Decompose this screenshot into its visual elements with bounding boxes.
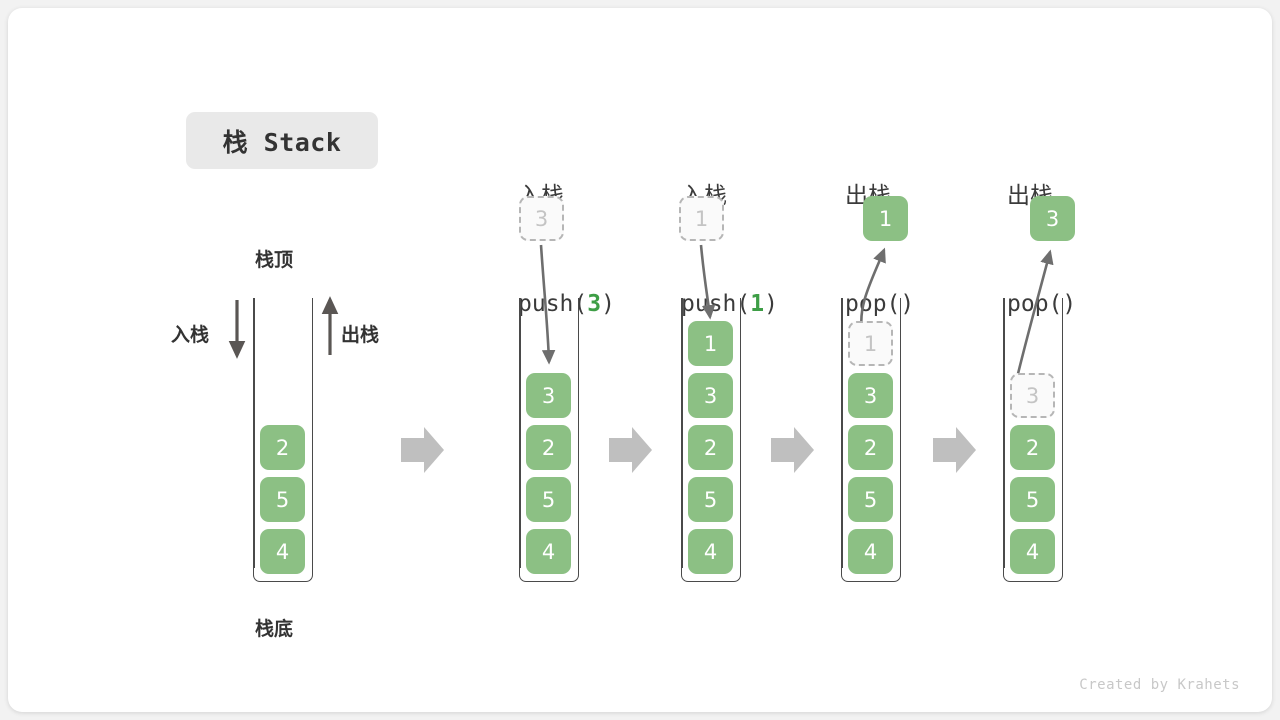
code-suffix: )	[1062, 291, 1077, 317]
code-prefix: push(	[681, 291, 751, 317]
label-stack-bottom: 栈底	[255, 618, 294, 640]
credit-text: Created by Krahets	[1079, 677, 1240, 693]
stack-item: 1	[688, 321, 733, 366]
floating-value-push-3: 3	[519, 196, 564, 241]
code-prefix: push(	[518, 291, 588, 317]
label-push-left: 入栈	[171, 324, 210, 346]
stack-wall-right	[899, 298, 901, 570]
stack-item: 3	[688, 373, 733, 418]
stack-wall-left	[841, 298, 843, 570]
stack-item: 3	[848, 373, 893, 418]
stack-item: 4	[848, 529, 893, 574]
stack-item: 5	[848, 477, 893, 522]
stack-after-push-3: 3 2 5 4	[519, 298, 579, 582]
stack-wall-left	[253, 298, 255, 570]
stack-item: 2	[848, 425, 893, 470]
stack-after-pop-3: 3 2 5 4	[1003, 298, 1063, 582]
code-suffix: )	[601, 291, 615, 317]
code-suffix: )	[900, 291, 915, 317]
stack-item: 4	[526, 529, 571, 574]
stack-after-pop-1: 1 3 2 5 4	[841, 298, 901, 582]
stack-item: 2	[1010, 425, 1055, 470]
code-suffix: )	[764, 291, 778, 317]
stack-wall-right	[311, 298, 313, 570]
stack-item: 5	[526, 477, 571, 522]
stack-wall-left	[1003, 298, 1005, 570]
stack-item: 4	[260, 529, 305, 574]
code-arg: 1	[750, 291, 765, 317]
floating-value-push-1: 1	[679, 196, 724, 241]
stack-item: 3	[526, 373, 571, 418]
title-badge: 栈 Stack	[186, 112, 378, 169]
stack-item: 4	[688, 529, 733, 574]
label-pop-left: 出栈	[341, 324, 380, 346]
label-stack-top: 栈顶	[255, 249, 294, 271]
stack-item: 2	[260, 425, 305, 470]
stack-after-push-1: 1 3 2 5 4	[681, 298, 741, 582]
stack-item: 5	[688, 477, 733, 522]
floating-value-pop-1: 1	[863, 196, 908, 241]
stack-item: 4	[1010, 529, 1055, 574]
stack-wall-left	[681, 298, 683, 570]
stack-item-removed: 3	[1010, 373, 1055, 418]
stack-item: 5	[260, 477, 305, 522]
stack-wall-right	[1061, 298, 1063, 570]
stack-item: 2	[688, 425, 733, 470]
stack-item: 2	[526, 425, 571, 470]
stack-item: 5	[1010, 477, 1055, 522]
code-arg: 3	[587, 291, 602, 317]
stack-wall-right	[739, 298, 741, 570]
floating-value-pop-3: 3	[1030, 196, 1075, 241]
stack-wall-right	[577, 298, 579, 570]
step-heading-code: push(1)	[681, 286, 778, 322]
stack-wall-left	[519, 298, 521, 570]
stack-initial: 2 5 4	[253, 298, 313, 582]
stack-item-removed: 1	[848, 321, 893, 366]
step-heading-code: push(3)	[518, 286, 615, 322]
